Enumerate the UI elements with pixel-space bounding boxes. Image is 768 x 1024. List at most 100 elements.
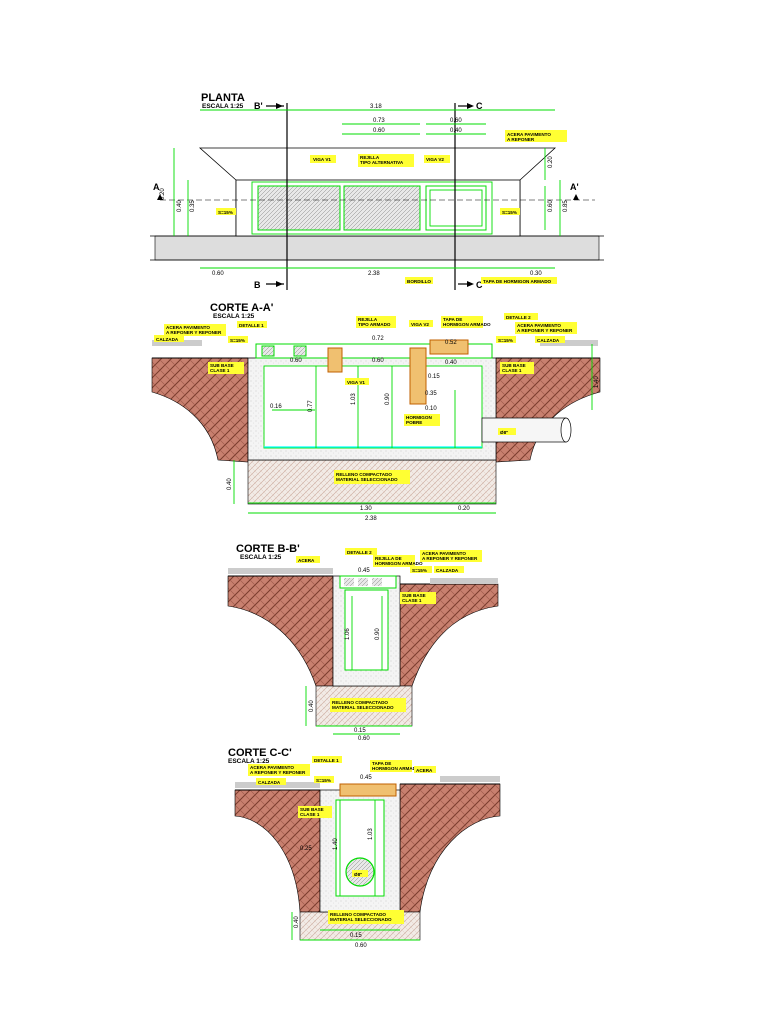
svg-text:0.20: 0.20 bbox=[458, 506, 470, 512]
svg-text:0.60: 0.60 bbox=[373, 128, 385, 134]
svg-text:0.15: 0.15 bbox=[354, 728, 366, 734]
svg-text:DETALLE 1: DETALLE 1 bbox=[314, 758, 339, 763]
svg-text:0.45: 0.45 bbox=[360, 775, 372, 781]
svg-text:0.60: 0.60 bbox=[372, 358, 384, 364]
svg-text:VIGA V1: VIGA V1 bbox=[313, 157, 331, 162]
svg-text:1.40: 1.40 bbox=[333, 838, 339, 850]
svg-text:TAPA DE HORMIGON ARMADO: TAPA DE HORMIGON ARMADO bbox=[483, 279, 552, 284]
svg-text:DETALLE 2: DETALLE 2 bbox=[506, 315, 531, 320]
section-a-title: CORTE A-A' bbox=[210, 302, 274, 314]
svg-text:1.30: 1.30 bbox=[360, 506, 372, 512]
grate-1 bbox=[257, 185, 341, 231]
lid bbox=[425, 185, 487, 231]
svg-text:0.45: 0.45 bbox=[358, 568, 370, 574]
svg-text:1.03: 1.03 bbox=[351, 393, 357, 405]
section-b-view: CORTE B-B' ESCALA 1:25 0.45 1.06 0.90 0.… bbox=[227, 543, 499, 742]
svg-text:0.60: 0.60 bbox=[290, 358, 302, 364]
section-b-scale: ESCALA 1:25 bbox=[240, 554, 282, 561]
svg-text:0.73: 0.73 bbox=[373, 118, 385, 124]
svg-text:2.38: 2.38 bbox=[368, 271, 380, 277]
svg-text:0.52: 0.52 bbox=[445, 340, 457, 346]
svg-text:Ø8": Ø8" bbox=[500, 430, 508, 435]
box-interior bbox=[263, 365, 483, 449]
svg-text:0.40: 0.40 bbox=[294, 916, 300, 928]
svg-text:0.40: 0.40 bbox=[450, 128, 462, 134]
outlet-pipe bbox=[481, 417, 567, 443]
svg-text:S=15%: S=15% bbox=[502, 210, 517, 215]
section-a-scale: ESCALA 1:25 bbox=[213, 313, 255, 320]
svg-text:2.38: 2.38 bbox=[365, 516, 377, 522]
svg-text:0.40: 0.40 bbox=[309, 700, 315, 712]
svg-text:0.40: 0.40 bbox=[177, 200, 183, 212]
svg-text:S=15%: S=15% bbox=[230, 338, 245, 343]
plan-title: PLANTA bbox=[201, 92, 245, 104]
svg-text:VIGA V2: VIGA V2 bbox=[426, 157, 444, 162]
svg-text:0.72: 0.72 bbox=[372, 336, 384, 342]
svg-text:0.15: 0.15 bbox=[428, 374, 440, 380]
cut-c-bottom: C bbox=[476, 280, 483, 290]
svg-text:0.16: 0.16 bbox=[270, 404, 282, 410]
svg-text:S=15%: S=15% bbox=[412, 568, 427, 573]
svg-text:BORDILLO: BORDILLO bbox=[407, 279, 431, 284]
svg-text:0.60: 0.60 bbox=[355, 943, 367, 949]
svg-text:0.90: 0.90 bbox=[385, 393, 391, 405]
svg-text:CALZADA: CALZADA bbox=[436, 568, 459, 573]
svg-text:0.40: 0.40 bbox=[227, 478, 233, 490]
svg-text:0.85: 0.85 bbox=[563, 200, 569, 212]
soil-c-right bbox=[399, 783, 501, 913]
svg-text:0.20: 0.20 bbox=[160, 188, 166, 200]
svg-text:0.60: 0.60 bbox=[358, 736, 370, 742]
plan-view: PLANTA ESCALA 1:25 B' C B C A A' bbox=[150, 92, 604, 290]
svg-text:0.15: 0.15 bbox=[350, 933, 362, 939]
svg-text:VIGA V1: VIGA V1 bbox=[347, 380, 365, 385]
cut-b-bottom: B bbox=[254, 280, 261, 290]
svg-text:Ø8": Ø8" bbox=[354, 872, 362, 877]
svg-text:S=15%: S=15% bbox=[218, 210, 233, 215]
svg-text:CALZADA: CALZADA bbox=[156, 337, 179, 342]
grate-2 bbox=[343, 185, 421, 231]
cut-a-left: A bbox=[153, 182, 160, 192]
svg-text:0.35: 0.35 bbox=[190, 200, 196, 212]
svg-text:0.40: 0.40 bbox=[445, 360, 457, 366]
svg-text:CALZADA: CALZADA bbox=[537, 338, 560, 343]
svg-text:0.77: 0.77 bbox=[308, 400, 314, 412]
plan-scale: ESCALA 1:25 bbox=[202, 103, 244, 110]
svg-text:ACERA: ACERA bbox=[416, 768, 433, 773]
svg-text:1.06: 1.06 bbox=[345, 628, 351, 640]
svg-text:0.60: 0.60 bbox=[548, 200, 554, 212]
svg-text:0.90: 0.90 bbox=[375, 628, 381, 640]
section-c-scale: ESCALA 1:25 bbox=[228, 758, 270, 765]
section-c-view: CORTE C-C' ESCALA 1:25 0.45 1.40 1.03 0.… bbox=[228, 747, 501, 949]
svg-text:DETALLE 1: DETALLE 1 bbox=[239, 323, 264, 328]
section-c-title: CORTE C-C' bbox=[228, 747, 292, 759]
svg-text:DETALLE 2: DETALLE 2 bbox=[347, 550, 372, 555]
svg-text:0.10: 0.10 bbox=[425, 406, 437, 412]
soil-left bbox=[151, 357, 249, 463]
svg-text:0.30: 0.30 bbox=[530, 271, 542, 277]
svg-text:1.40: 1.40 bbox=[594, 376, 600, 388]
svg-text:0.60: 0.60 bbox=[212, 271, 224, 277]
grate-outline bbox=[251, 181, 493, 235]
section-b-title: CORTE B-B' bbox=[236, 543, 300, 555]
svg-text:1.03: 1.03 bbox=[368, 828, 374, 840]
svg-text:0.60: 0.60 bbox=[450, 118, 462, 124]
svg-text:S=15%: S=15% bbox=[498, 338, 513, 343]
